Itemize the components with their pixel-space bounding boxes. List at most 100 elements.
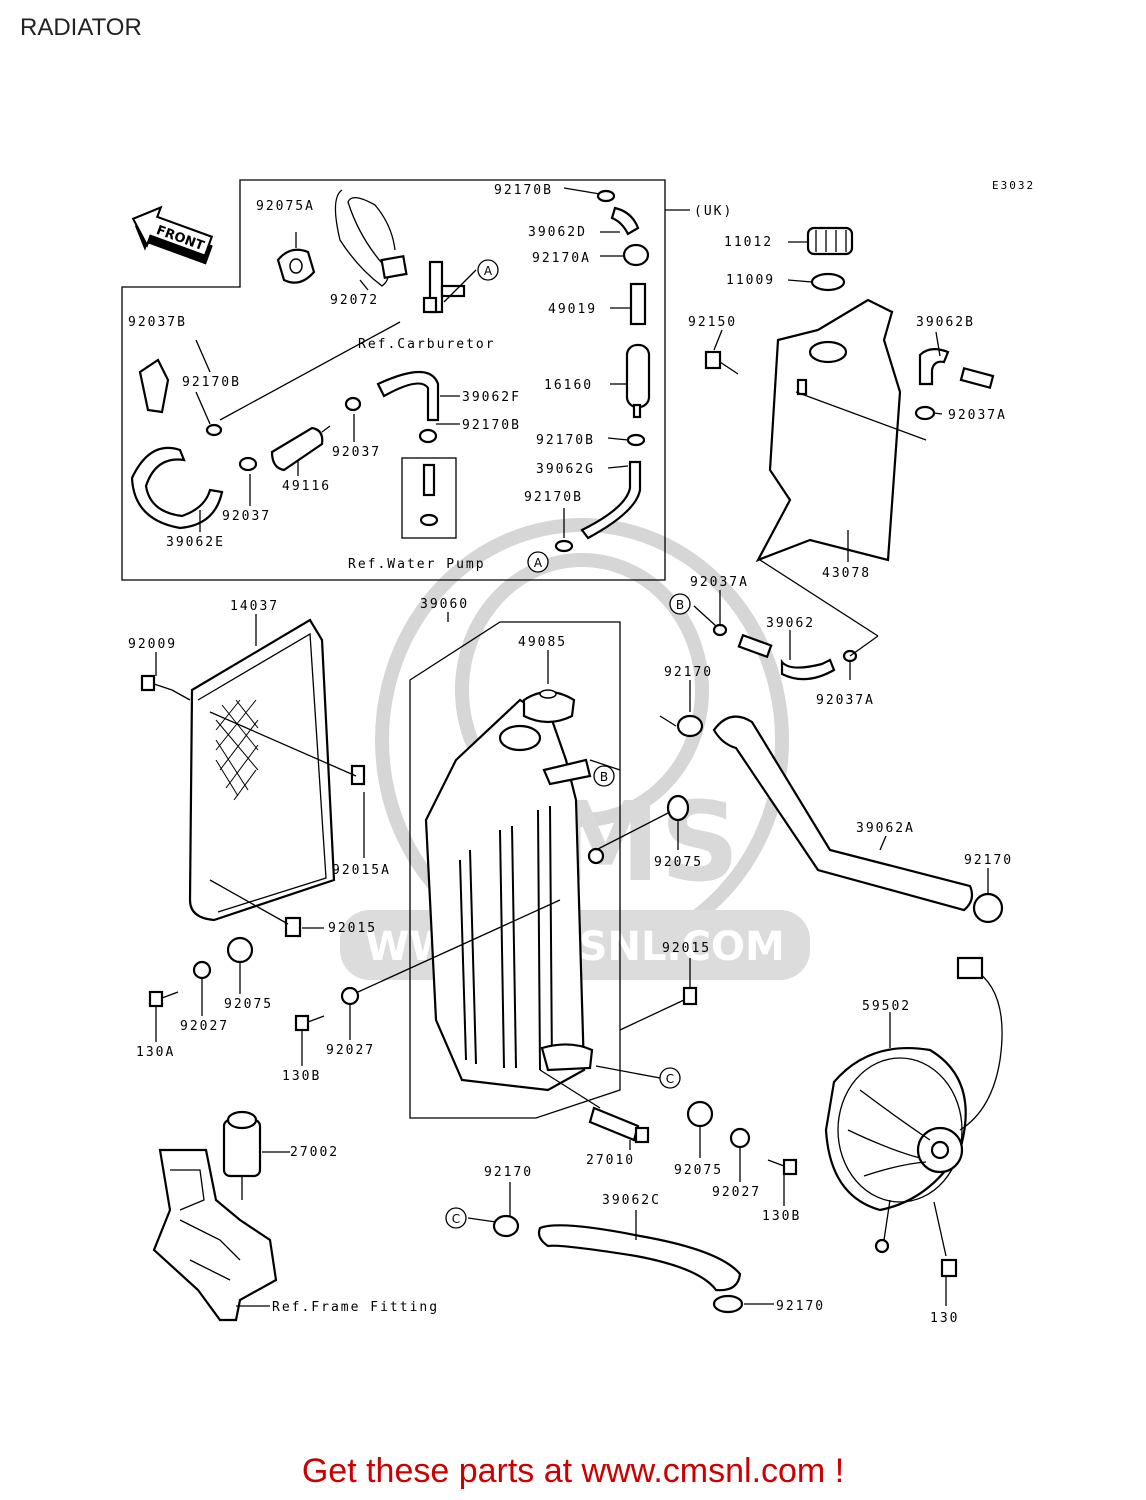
label-49085: 49085: [518, 635, 567, 650]
part-92150-bolt: [704, 350, 739, 375]
label-92015: 92015: [328, 921, 377, 936]
callout-b-1: B: [669, 593, 691, 615]
part-39062D: [610, 206, 640, 236]
callout-c-2: C: [445, 1207, 467, 1229]
label-16160: 16160: [544, 378, 593, 393]
label-39062A: 39062A: [856, 821, 915, 836]
label-39062E: 39062E: [166, 535, 225, 550]
part-11009-seal: [810, 272, 846, 292]
footer-shop-link[interactable]: Get these parts at www.cmsnl.com !: [301, 1452, 845, 1490]
label-59502: 59502: [862, 999, 911, 1014]
label-39062G: 39062G: [536, 462, 595, 477]
part-labels: E3032 92075A 92072 92170B 39062D (UK) 92…: [128, 179, 1035, 1326]
label-11009: 11009: [726, 273, 775, 288]
part-39062E: [130, 446, 224, 530]
part-92037-clamp-1: [238, 456, 258, 472]
part-130A-bolt: [148, 990, 179, 1008]
part-92027-collar-2: [340, 986, 360, 1006]
label-92037B: 92037B: [128, 315, 187, 330]
svg-text:A: A: [534, 556, 543, 570]
label-39062: 39062: [766, 616, 815, 631]
part-39062C-hose: [537, 1224, 742, 1292]
label-92150: 92150: [688, 315, 737, 330]
part-92170B-clamp-3: [418, 428, 438, 444]
label-27010: 27010: [586, 1153, 635, 1168]
uk-inset-box: [121, 179, 666, 581]
part-92015-nut-1: [284, 916, 302, 938]
label-92075: 92075: [654, 855, 703, 870]
part-92037-clamp-2: [344, 396, 362, 412]
label-92170B: 92170B: [182, 375, 241, 390]
part-92075-grommet-1: [666, 794, 690, 822]
part-92037A-clip-2: [712, 623, 728, 637]
callout-a-2: A: [527, 551, 549, 573]
label-130B: 130B: [762, 1209, 801, 1224]
part-92170-clamp-1: [676, 714, 704, 738]
label-ref-carburetor: Ref.Carburetor: [358, 337, 496, 352]
label-39062C: 39062C: [602, 1193, 661, 1208]
label-39062B: 39062B: [916, 315, 975, 330]
label-92027: 92027: [180, 1019, 229, 1034]
part-92015-nut-2: [682, 986, 698, 1006]
label-92037A: 92037A: [690, 575, 749, 590]
label-uk: (UK): [694, 204, 733, 219]
label-39060: 39060: [420, 597, 469, 612]
callout-c-1: C: [659, 1067, 681, 1089]
part-92170A: [622, 243, 650, 267]
part-27010-sensor: [588, 1106, 650, 1144]
label-92170: 92170: [776, 1299, 825, 1314]
label-92170A: 92170A: [532, 251, 591, 266]
part-130B-bolt-1: [294, 1014, 325, 1032]
part-49085-cap: [522, 689, 576, 724]
part-130B-bolt-2: [767, 1158, 798, 1176]
part-59502-fan: [824, 956, 1003, 1254]
part-49116-filter: [270, 425, 331, 472]
part-49019: [629, 282, 647, 326]
label-92170B: 92170B: [494, 183, 553, 198]
part-92170B-clamp-1: [596, 189, 616, 203]
part-92027-collar-3: [729, 1127, 751, 1149]
label-49116: 49116: [282, 479, 331, 494]
label-11012: 11012: [724, 235, 773, 250]
part-92170B-clamp-2: [205, 423, 223, 437]
part-92075-grommet-3: [686, 1100, 714, 1128]
part-92170-clamp-3: [492, 1214, 520, 1238]
leader-lines: [155, 187, 989, 1307]
label-92037: 92037: [332, 445, 381, 460]
label-92072: 92072: [330, 293, 379, 308]
label-39062D: 39062D: [528, 225, 587, 240]
part-11012-cap: [806, 226, 854, 256]
label-92170B: 92170B: [524, 490, 583, 505]
label-ref-frame-fitting: Ref.Frame Fitting: [272, 1300, 439, 1315]
part-92075-grommet-2: [226, 936, 254, 964]
label-14037: 14037: [230, 599, 279, 614]
part-92027-collar-1: [192, 960, 212, 980]
part-39062-hose: [737, 633, 836, 681]
label-92027: 92027: [326, 1043, 375, 1058]
callout-a-1: A: [477, 259, 499, 281]
part-fuel-tee: [422, 260, 466, 314]
label-130: 130: [930, 1311, 959, 1326]
part-92170B-clamp-5: [554, 539, 574, 553]
svg-text:C: C: [666, 1072, 674, 1086]
part-43078-tank: [755, 298, 902, 563]
part-92037B: [138, 358, 170, 414]
label-92075A: 92075A: [256, 199, 315, 214]
part-92015A-nut: [350, 764, 366, 786]
diagram-code: E3032: [992, 179, 1035, 192]
callout-b-2: B: [593, 765, 615, 787]
label-92037: 92037: [222, 509, 271, 524]
part-92037A-clip-1: [914, 405, 936, 421]
part-39062A-hose: [712, 715, 974, 912]
page-title: RADIATOR: [20, 14, 142, 41]
label-39062F: 39062F: [462, 390, 521, 405]
part-39062F: [376, 371, 440, 422]
label-92170: 92170: [664, 665, 713, 680]
part-130-bolt: [940, 1258, 958, 1278]
part-27002: [222, 1110, 262, 1178]
label-27002: 27002: [290, 1145, 339, 1160]
part-14037-shroud: [188, 618, 336, 922]
label-92170B: 92170B: [462, 418, 521, 433]
label-92170: 92170: [484, 1165, 533, 1180]
label-92009: 92009: [128, 637, 177, 652]
